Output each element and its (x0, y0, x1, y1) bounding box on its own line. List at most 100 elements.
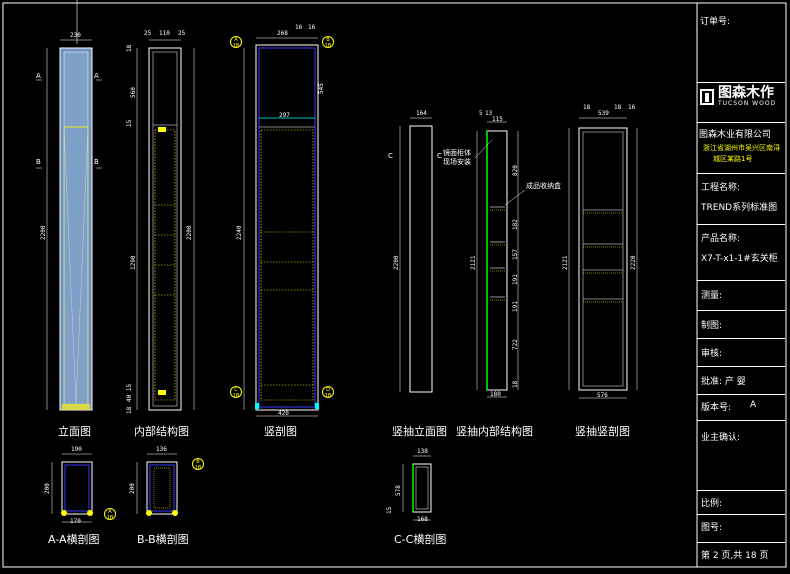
drawer-section-view (568, 117, 638, 399)
tb-line-2 (697, 122, 785, 123)
page-indicator: 第 2 页,共 18 页 (701, 551, 769, 561)
dim-dri-top-b: 13 (485, 110, 493, 117)
dim-section-top: 268 (277, 30, 288, 37)
dim-internal-15: 15 (126, 119, 133, 127)
tb-line-5 (697, 280, 785, 281)
dim-section-width: 420 (278, 410, 289, 417)
scale-label: 比例: (701, 499, 723, 509)
dim-aa-bottom: 170 (70, 518, 81, 525)
dim-internal-h3: 2200 (186, 225, 193, 240)
dim-drawer-width: 164 (416, 110, 427, 117)
review-label: 审核: (701, 349, 723, 359)
dim-dri-seg1: 820 (512, 165, 519, 176)
dim-dri-height: 2121 (470, 255, 477, 270)
dim-section-16a: 16 (295, 24, 303, 31)
dim-dri-seg2: 182 (512, 219, 519, 230)
dim-dri-seg5: 191 (512, 301, 519, 312)
section-mark-b-left: B (36, 158, 41, 166)
tb-line-12 (697, 514, 785, 515)
drawing-no-label: 图号: (701, 523, 723, 533)
product-label: 产品名称: (701, 234, 741, 244)
tb-line-8 (697, 366, 785, 367)
section-mark-a-right: A (94, 72, 99, 80)
dim-drs-top-d: 16 (628, 104, 636, 111)
tb-line-6 (697, 310, 785, 311)
dim-drs-width: 576 (597, 392, 608, 399)
dim-section-297: 297 (279, 112, 290, 119)
dim-internal-top-mid: 110 (159, 30, 170, 37)
dim-internal-h2: 1290 (130, 255, 137, 270)
dim-drawer-height: 2200 (393, 255, 400, 270)
label-drawer-section: 竖抽竖剖图 (575, 425, 630, 438)
section-mark-a-left: A (36, 72, 41, 80)
internal-view (136, 39, 195, 411)
section-bb-view (136, 453, 178, 516)
company-logo: 图森木作 TUCSON WOOD (700, 86, 776, 108)
dim-drs-height2: 2220 (630, 255, 637, 270)
section-mark-c-right: C (437, 152, 442, 160)
dim-dri-bottom: 180 (490, 391, 501, 398)
section-cc-view (402, 455, 432, 521)
logo-icon (700, 89, 714, 105)
section-aa-view (51, 453, 93, 523)
dim-internal-top-right: 25 (178, 30, 186, 37)
version-value: A (750, 400, 757, 410)
dim-bb-height: 200 (129, 483, 136, 494)
dim-section-height: 2240 (236, 225, 243, 240)
dim-drs-top-c: 18 (614, 104, 622, 111)
sheet-border (2, 2, 787, 568)
label-section-bb: B-B横剖图 (137, 533, 189, 546)
dim-cc-bottom: 168 (417, 516, 428, 523)
elevation-view (36, 0, 102, 411)
logo-text-cn: 图森木作 (718, 85, 774, 101)
product-value: X7-T-x1-1#玄关柜 (701, 254, 778, 264)
label-drawer-internal: 竖抽内部结构图 (456, 425, 533, 438)
tb-line-9 (697, 394, 785, 395)
dim-cc-h1: 578 (395, 485, 402, 496)
company-name: 图森木业有限公司 (699, 130, 772, 140)
section-view (243, 37, 319, 417)
dim-bb-width: 136 (156, 446, 167, 453)
dim-aa-height: 200 (44, 483, 51, 494)
dim-dri-seg3: 157 (512, 249, 519, 260)
dim-section-545: 545 (318, 83, 325, 94)
dim-elevation-height: 2200 (40, 225, 47, 240)
dim-internal-b2: 18 (126, 406, 133, 414)
section-mark-c-left: C (388, 152, 393, 160)
dim-drs-top-a: 18 (583, 104, 591, 111)
label-section: 竖剖图 (264, 425, 297, 438)
dim-drs-top-b: 539 (598, 110, 609, 117)
dim-internal-bottom: 40 15 (126, 383, 133, 402)
owner-confirm-label: 业主确认: (701, 433, 741, 443)
dim-dri-seg4: 191 (512, 274, 519, 285)
note-site-install: 现场安装 (443, 158, 471, 166)
dim-internal-18: 18 (126, 44, 133, 52)
label-section-cc: C-C横剖图 (394, 533, 447, 546)
dim-dri-18: 18 (512, 380, 519, 388)
tb-line-11 (697, 490, 785, 491)
drawer-elevation-view (399, 117, 433, 393)
tb-line-4 (697, 224, 785, 225)
version-label: 版本号: (701, 403, 732, 413)
tb-line-10 (697, 420, 785, 421)
dim-dri-top-c: 115 (492, 116, 503, 123)
note-storage-box: 成品收纳盒 (526, 182, 561, 190)
measure-label: 测量: (701, 291, 723, 301)
dim-cc-width: 138 (417, 448, 428, 455)
note-mirror-cabinet: 镜面柜体 (443, 149, 471, 157)
tb-line-13 (697, 542, 785, 543)
order-no-label: 订单号: (700, 17, 731, 27)
section-mark-b-right: B (94, 158, 99, 166)
dim-internal-h1: 560 (130, 87, 137, 98)
tb-line-3 (697, 173, 785, 174)
label-section-aa: A-A横剖图 (48, 533, 100, 546)
dim-elevation-width: 230 (70, 32, 81, 39)
label-elevation: 立面图 (58, 425, 91, 438)
